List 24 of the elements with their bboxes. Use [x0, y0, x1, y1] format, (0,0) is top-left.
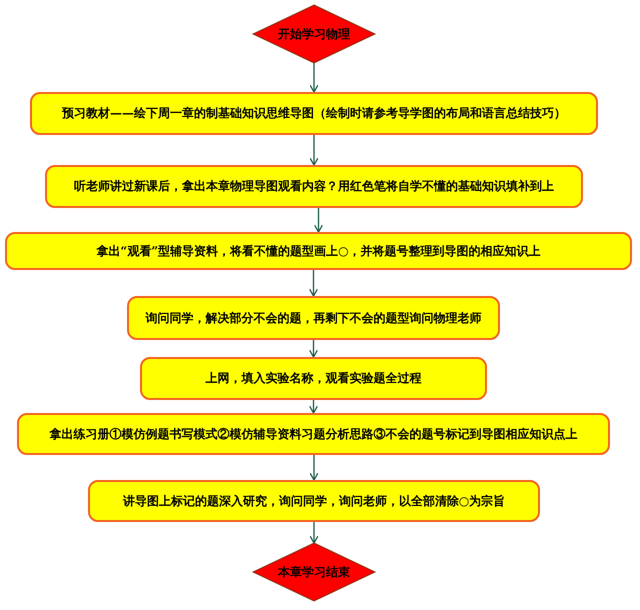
arrow	[309, 455, 319, 481]
process-box	[30, 92, 598, 135]
process-box	[17, 413, 610, 455]
process-box	[127, 296, 500, 340]
step-text: 讲导图上标记的题深入研究，询问同学，询问老师，以全部清除○为宗旨	[122, 492, 506, 510]
step-text: 上网，填入实验名称，观看实验题全过程	[206, 370, 422, 387]
process-box	[88, 480, 540, 522]
arrow	[309, 63, 319, 93]
step-text: 预习教材——绘下周一章的制基础知识思维导图（绘制时请参考导学图的布局和语言总结技巧）	[62, 105, 566, 122]
step-text: 听老师讲过新课后，拿出本章物理导图观看内容？用红色笔将自学不懂的基础知识填补到上	[74, 178, 554, 195]
arrow	[314, 208, 324, 233]
arrow	[309, 135, 319, 166]
arrow	[308, 270, 318, 297]
step-text: 拿出练习册①模仿例题书写模式②模仿辅导资料习题分析思路③不会的题号标记到导图相应知识点上	[50, 426, 578, 442]
step-text: 本章学习结束	[278, 564, 350, 580]
step-text: 拿出“观看”型辅导资料，将看不懂的题型画上○，并将题号整理到导图的相应知识上	[96, 242, 541, 260]
arrow	[308, 400, 318, 414]
step-text: 询问同学，解决部分不会的题，再剩下不会的题型询问物理老师	[146, 310, 482, 326]
arrow	[309, 522, 319, 544]
process-box	[140, 357, 487, 400]
process-box	[5, 232, 632, 270]
step-text: 开始学习物理	[278, 26, 350, 42]
arrow	[308, 340, 318, 358]
process-box	[45, 165, 583, 208]
